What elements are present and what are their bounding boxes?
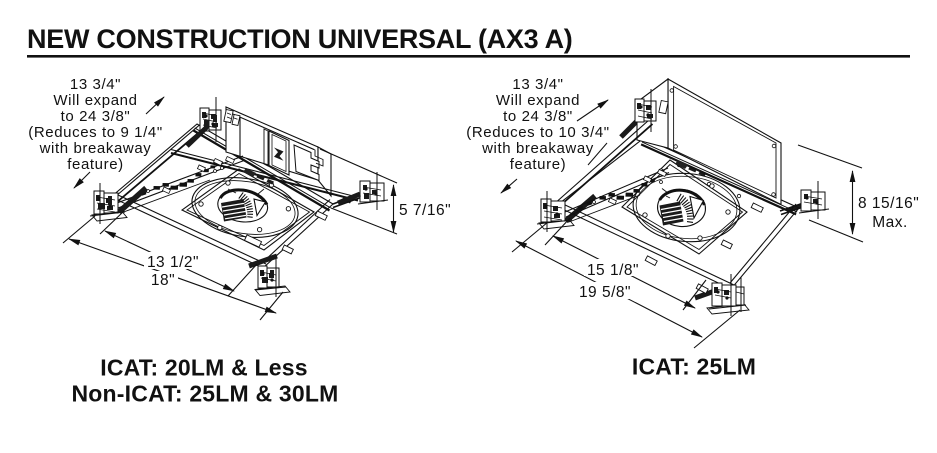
svg-text:NEW CONSTRUCTION UNIVERSAL (AX: NEW CONSTRUCTION UNIVERSAL (AX3 A) (27, 24, 573, 54)
svg-text:Will expand: Will expand (496, 92, 580, 109)
svg-text:to 24 3/8": to 24 3/8" (61, 108, 131, 125)
svg-text:19 5/8": 19 5/8" (579, 284, 631, 301)
svg-text:(Reduces to 9 1/4": (Reduces to 9 1/4" (28, 124, 163, 141)
svg-text:Will expand: Will expand (53, 92, 137, 109)
svg-text:Non-ICAT: 25LM & 30LM: Non-ICAT: 25LM & 30LM (72, 381, 339, 407)
svg-text:13 3/4": 13 3/4" (70, 76, 121, 93)
svg-text:5 7/16": 5 7/16" (399, 202, 451, 219)
svg-text:18": 18" (151, 272, 175, 289)
svg-text:13 3/4": 13 3/4" (512, 76, 563, 93)
svg-text:with breakaway: with breakaway (39, 140, 152, 157)
svg-text:15 1/8": 15 1/8" (587, 262, 639, 279)
svg-text:13 1/2": 13 1/2" (147, 254, 199, 271)
svg-text:feature): feature) (510, 156, 567, 173)
svg-text:Max.: Max. (872, 214, 908, 231)
svg-text:8 15/16": 8 15/16" (858, 195, 919, 212)
svg-text:ICAT: 25LM: ICAT: 25LM (632, 354, 756, 380)
svg-text:to 24 3/8": to 24 3/8" (503, 108, 573, 125)
svg-text:(Reduces to 10 3/4": (Reduces to 10 3/4" (466, 124, 609, 141)
svg-text:feature): feature) (67, 156, 124, 173)
svg-text:with breakaway: with breakaway (481, 140, 594, 157)
svg-text:ICAT: 20LM & Less: ICAT: 20LM & Less (100, 355, 307, 381)
